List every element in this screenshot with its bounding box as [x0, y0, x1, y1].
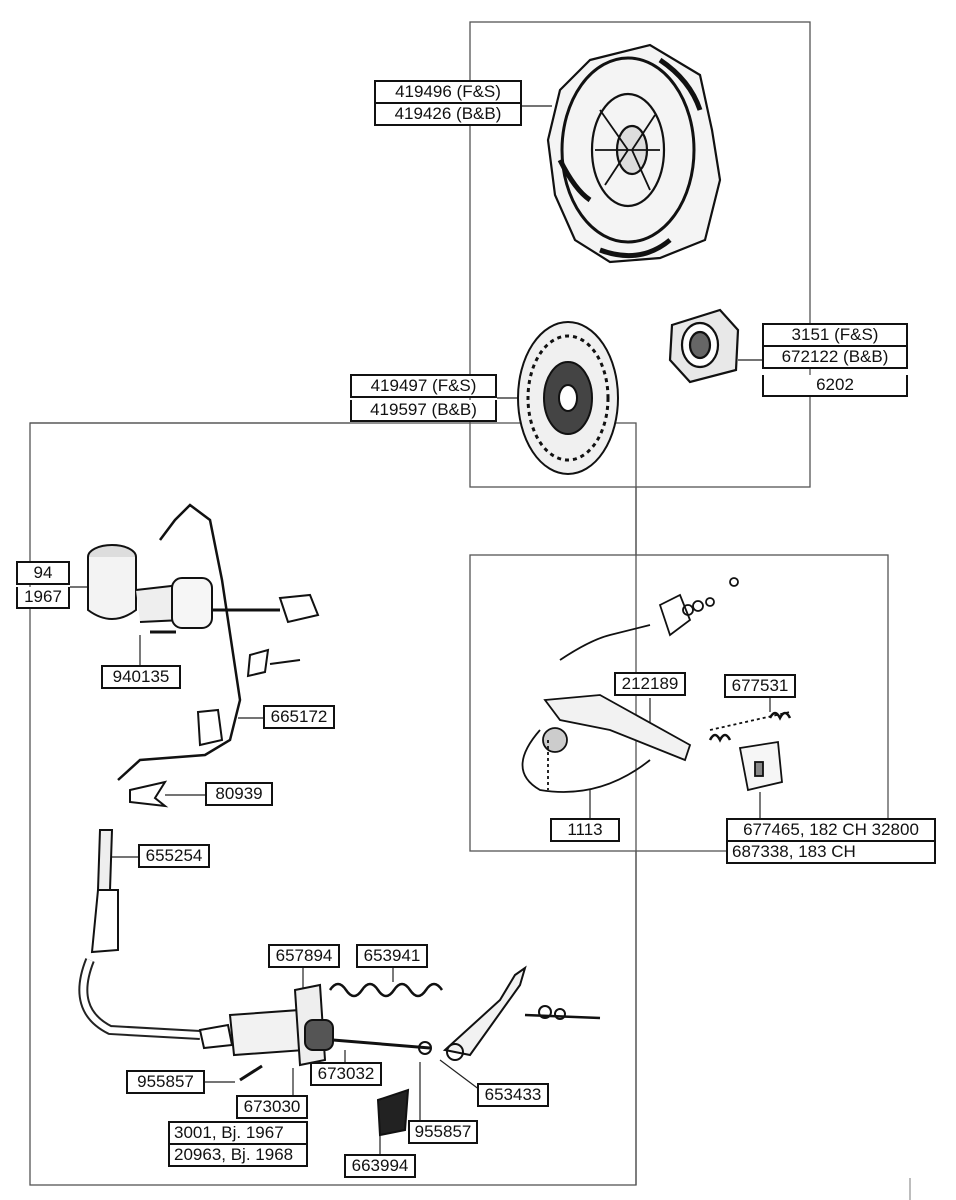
label-slave-cylinder-3001: 3001, Bj. 1967: [168, 1121, 308, 1145]
label-hose-655254: 655254: [138, 844, 210, 868]
leader-lines: [70, 105, 771, 1154]
label-pressure-plate-bb: 419426 (B&B): [374, 104, 522, 126]
label-release-bearing-fs: 3151 (F&S): [762, 323, 908, 347]
label-slave-cylinder-673030: 673030: [236, 1095, 308, 1119]
label-bolt-955857-left: 955857: [126, 1070, 205, 1094]
group-frames: [29, 21, 911, 1200]
label-bracket-657894: 657894: [268, 944, 340, 968]
label-cable-1113: 1113: [550, 818, 620, 842]
label-cover-677465: 677465, 182 CH 32800: [726, 818, 936, 842]
release-bearing-drawing: [668, 308, 740, 384]
master-cylinder-drawing: [87, 503, 320, 808]
label-bolt-955857-right: 955857: [408, 1120, 478, 1144]
label-master-cylinder-1967: 1967: [16, 587, 70, 609]
label-fork-212189: 212189: [614, 672, 686, 696]
label-bolt-940135: 940135: [101, 665, 181, 689]
label-spring-653941: 653941: [356, 944, 428, 968]
label-pipe-665172: 665172: [263, 705, 335, 729]
label-release-bearing-bb: 672122 (B&B): [762, 347, 908, 369]
label-pushrod-673032: 673032: [310, 1062, 382, 1086]
label-nut-653433: 653433: [477, 1083, 549, 1107]
slave-cylinder-drawing: [198, 965, 601, 1137]
label-master-cylinder-94: 94: [16, 561, 70, 585]
label-slave-cylinder-20963: 20963, Bj. 1968: [168, 1145, 308, 1167]
label-clip-80939: 80939: [205, 782, 273, 806]
pressure-plate-drawing: [546, 43, 722, 264]
label-pressure-plate-fs: 419496 (F&S): [374, 80, 522, 104]
release-mechanism-drawing: [521, 577, 792, 793]
clutch-disc-drawing: [517, 321, 619, 475]
frame-clutch-assembly: [469, 21, 811, 488]
label-release-bearing-alt: 6202: [762, 375, 908, 397]
label-clutch-disc-bb: 419597 (B&B): [350, 400, 497, 422]
hose-drawing: [78, 829, 201, 1040]
label-boot-663994: 663994: [344, 1154, 416, 1178]
frame-release-mechanism: [469, 554, 889, 852]
label-cover-687338: 687338, 183 CH: [726, 842, 936, 864]
label-spring-677531: 677531: [724, 674, 796, 698]
label-clutch-disc-fs: 419497 (F&S): [350, 374, 497, 398]
